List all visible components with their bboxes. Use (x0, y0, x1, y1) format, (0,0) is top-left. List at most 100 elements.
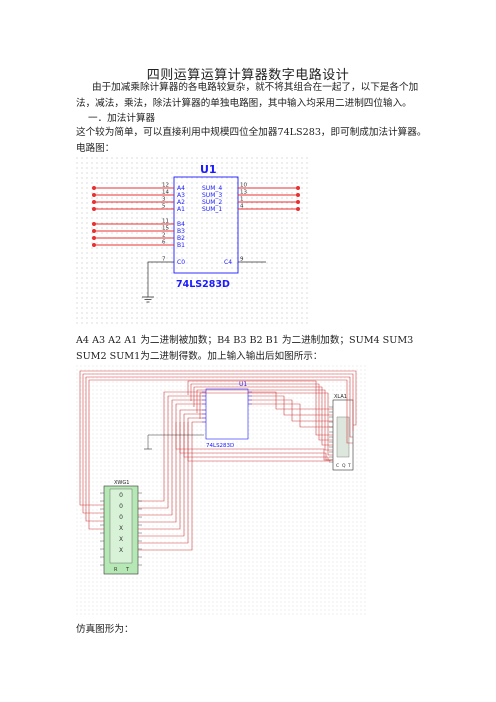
pin-name: SUM_1 (202, 206, 222, 213)
word-generator-panel (109, 488, 133, 564)
pin-number: 4 (240, 204, 244, 210)
generator-bottom-label: R (114, 567, 118, 573)
chip-to-analyzer-wire (248, 399, 333, 422)
output-terminal-sum_1[interactable] (296, 207, 300, 211)
wire-bundle (79, 370, 357, 566)
pin-number: 9 (240, 257, 244, 263)
pin-number: 15 (162, 226, 169, 232)
input-terminal-a4[interactable] (92, 186, 96, 190)
pin-number: 10 (240, 183, 247, 189)
bus-wire (193, 386, 333, 446)
chip-part-label: 74LS283D (206, 443, 234, 449)
analyzer-bottom-label: Q (342, 463, 346, 469)
simulation-label: 仿真图形为： (76, 624, 134, 635)
chip-body (205, 388, 249, 440)
bus-wire (190, 383, 333, 441)
pin-name: A4 (177, 185, 185, 192)
output-terminal-sum_3[interactable] (296, 193, 300, 197)
pin-name: C4 (224, 259, 232, 266)
pin-number: 12 (162, 183, 169, 189)
gen-to-chip-wire (138, 413, 206, 537)
input-terminal-a2[interactable] (92, 200, 96, 204)
generator-row-value: X (119, 536, 123, 543)
gen-to-chip-wire (138, 417, 206, 544)
pin-name: A3 (177, 192, 185, 199)
output-terminal-sum_2[interactable] (296, 200, 300, 204)
gen-to-chip-wire (138, 421, 206, 551)
input-terminal-a1[interactable] (92, 207, 96, 211)
gen-to-chip-wire (138, 395, 206, 509)
pin-name: SUM_3 (202, 192, 222, 199)
generator-row-value: X (119, 547, 123, 554)
generator-bottom-label: T (125, 567, 130, 573)
pin-number: 1 (240, 197, 244, 203)
generator-row-value: 0 (119, 503, 123, 510)
analyzer-ref-label: XLA1 (334, 394, 347, 400)
gen-to-chip-wire (138, 399, 206, 516)
chip-body (173, 176, 239, 274)
generator-ref-label: XWG1 (114, 480, 129, 486)
pins-description: A4 A3 A2 A1 为二进制被加数；B4 B3 B2 B1 为二进制加数；S… (76, 335, 414, 362)
pin-name: A1 (177, 206, 185, 213)
input-terminal-b4[interactable] (92, 222, 96, 226)
input-terminal-a3[interactable] (92, 193, 96, 197)
pin-name: B2 (177, 235, 185, 242)
return-wire (187, 422, 333, 462)
generator-row-value: 0 (119, 514, 123, 521)
grid-background (76, 157, 310, 327)
logic-analyzer-screen (336, 416, 350, 458)
generator-row-value: X (119, 525, 123, 532)
return-wire (183, 422, 333, 461)
ground-wire (147, 434, 204, 449)
input-terminal-b1[interactable] (92, 243, 96, 247)
pin-name: SUM_2 (202, 199, 222, 206)
gen-to-analyzer-wire (82, 373, 354, 514)
bus-wire (199, 392, 333, 456)
pin-number: 14 (162, 190, 169, 196)
gen-to-analyzer-wire (79, 370, 357, 506)
pin-number: 13 (240, 190, 247, 196)
pin-name: B1 (177, 242, 185, 249)
analyzer-bottom-label: C (336, 463, 339, 469)
intro-paragraph: 由于加减乘除计算器的各电路较复杂，就不将其组合在一起了，以下是各个加法，减法，乘… (76, 82, 419, 109)
gen-to-chip-wire (138, 403, 206, 523)
gen-to-chip-wire (138, 391, 206, 502)
analyzer-bottom-label: T (347, 463, 351, 469)
pin-number: 7 (162, 257, 166, 263)
pin-number: 2 (162, 233, 166, 239)
pin-name: B4 (177, 221, 185, 228)
section-heading-adder: 一．加法计算器 (88, 113, 156, 124)
chip-part-label: 74LS283D (176, 279, 230, 290)
chip-ref-label: U1 (200, 163, 217, 176)
input-terminal-b2[interactable] (92, 236, 96, 240)
pin-name: SUM_4 (202, 185, 222, 192)
pin-name: A2 (177, 199, 185, 206)
pin-number: 6 (162, 240, 166, 246)
input-terminal-b3[interactable] (92, 229, 96, 233)
pin-number: 5 (162, 204, 166, 210)
output-terminal-sum_4[interactable] (296, 186, 300, 190)
pin-number: 3 (162, 197, 166, 203)
adder-description: 这个较为简单，可以直接利用中规模四位全加器74LS283，即可制成加法计算器。电… (76, 127, 427, 154)
chip-to-analyzer-wire (248, 391, 333, 410)
gen-to-chip-wire (138, 409, 206, 530)
generator-row-value: 0 (119, 492, 123, 499)
gen-to-analyzer-wire (88, 379, 353, 530)
chip-ref-label: U1 (239, 381, 247, 388)
bus-wire (196, 389, 333, 451)
chip-to-analyzer-wire (248, 395, 333, 416)
chip-to-analyzer-wire (248, 403, 333, 428)
doc-title: 四则运算运算计算器数字电路设计 (146, 68, 350, 83)
bus-wire (187, 380, 333, 436)
pin-name: B3 (177, 228, 185, 235)
ground-wire (147, 261, 151, 297)
